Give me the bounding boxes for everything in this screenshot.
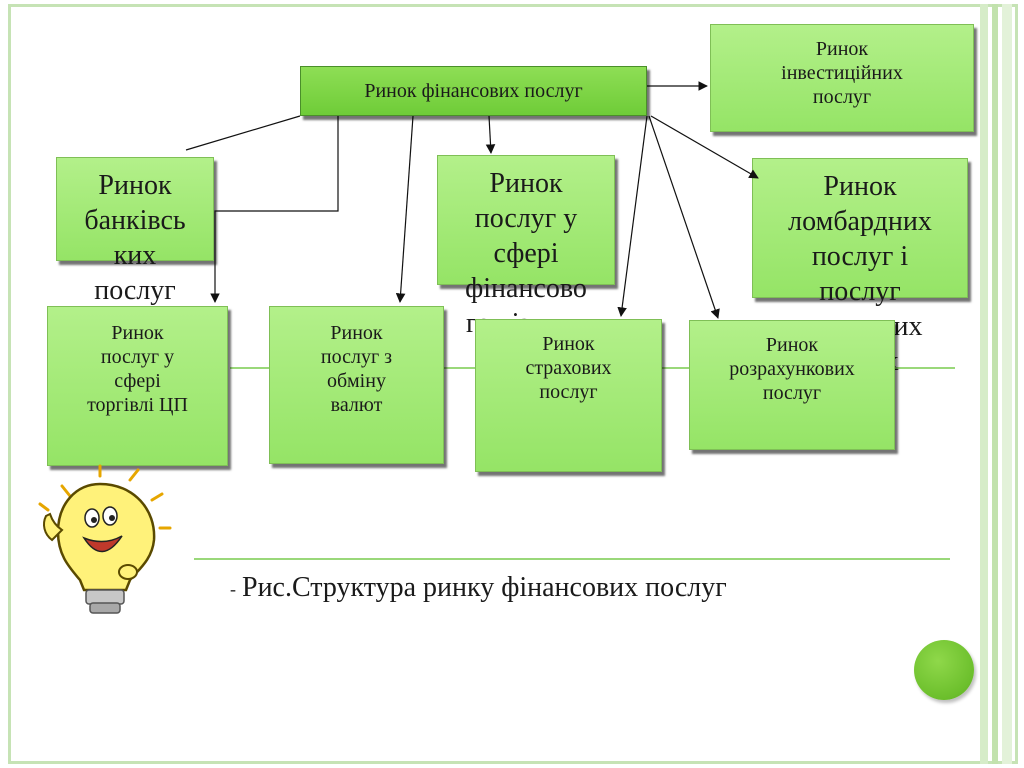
box-line: послуг	[94, 275, 176, 306]
box-line: Ринок	[815, 38, 869, 60]
box-line: Ринок	[823, 171, 897, 202]
side-stripe-1	[980, 4, 988, 764]
box-line: ких	[113, 240, 157, 271]
connector-to-settlement	[648, 115, 720, 319]
box-line: торгівлі ЦП	[87, 394, 188, 416]
connector-to-currency-exchange	[395, 115, 414, 303]
box-line: послуг	[539, 381, 598, 403]
box-line: Ринок	[542, 333, 595, 355]
box-line: послуг	[762, 382, 822, 404]
side-stripe-2	[992, 4, 998, 764]
box-settlement: Ринок розрахункових послуг	[689, 320, 895, 450]
box-line: Ринок	[111, 322, 164, 344]
box-line: валют	[330, 394, 383, 416]
box-line: сфері	[493, 238, 559, 269]
caption-text: Рис.Структура ринку фінансових послуг	[242, 572, 727, 603]
box-line: інвестиційних	[781, 62, 903, 84]
box-line: Ринок фінансових послуг	[364, 80, 583, 102]
box-line: обміну	[327, 370, 386, 392]
box-line: послуг	[819, 276, 901, 307]
caption-rule	[194, 558, 950, 560]
side-stripe-3	[1002, 4, 1012, 764]
connector-left-upper	[185, 115, 301, 151]
connector-to-financial-leasing	[485, 115, 496, 154]
box-investment: Ринок інвестиційних послуг	[710, 24, 974, 132]
box-line: послуг у	[100, 346, 175, 368]
box-line: Ринок	[330, 322, 383, 344]
green-circle-icon	[914, 640, 974, 700]
box-line: сфері	[114, 370, 161, 392]
box-banking: Ринок банківсь ких послуг	[56, 157, 214, 306]
box-financial-services-market: Ринок фінансових послуг	[300, 66, 647, 116]
box-line: ломбардних	[788, 206, 932, 237]
box-line: банківсь	[84, 205, 186, 236]
caption-dash: -	[230, 579, 236, 600]
box-line: Ринок	[489, 168, 563, 199]
box-line: Ринок	[765, 334, 819, 356]
connector-to-securities-trade	[210, 116, 339, 303]
connector-to-pawnshop	[650, 115, 759, 179]
figure-caption: -Рис.Структура ринку фінансових послуг	[230, 572, 727, 604]
box-line: фінансово	[465, 273, 587, 304]
box-line: послуг	[812, 86, 872, 108]
box-insurance: Ринок страхових послуг	[475, 319, 662, 472]
box-line: розрахункових	[729, 358, 855, 380]
box-line: послуг у	[474, 203, 578, 234]
box-line: послуг з	[320, 346, 393, 368]
box-currency-exchange: Ринок послуг з обміну валют	[269, 306, 444, 464]
box-line: страхових	[525, 357, 612, 379]
box-line: послуг і	[811, 241, 909, 272]
connector-to-insurance	[617, 115, 648, 317]
slide-frame	[8, 4, 1018, 764]
box-line: Ринок	[98, 170, 172, 201]
box-securities-trade: Ринок послуг у сфері торгівлі ЦП	[47, 306, 228, 466]
